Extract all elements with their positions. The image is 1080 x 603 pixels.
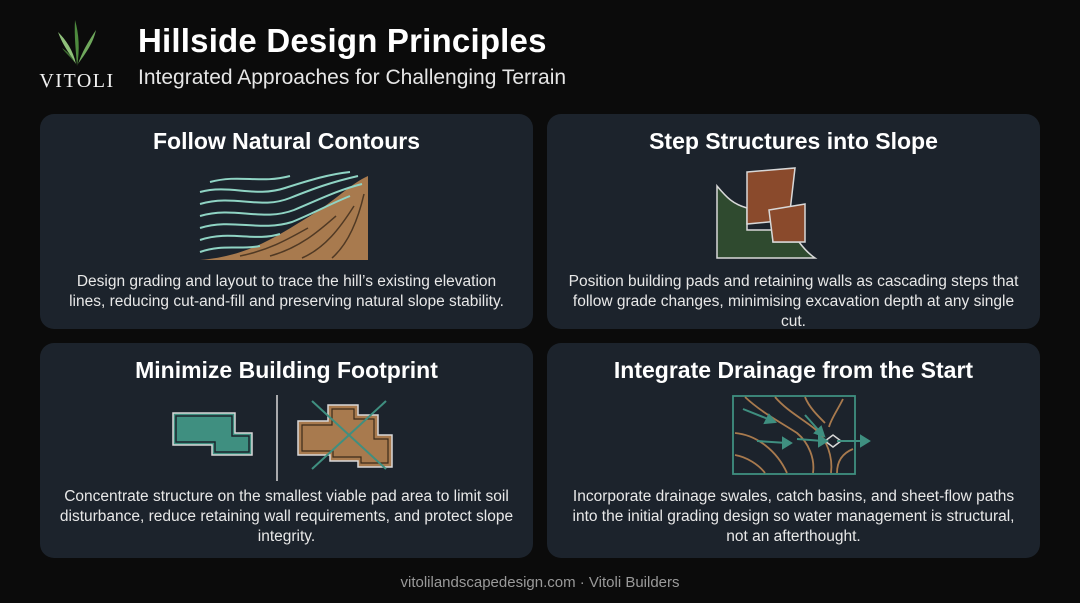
- page-subtitle: Integrated Approaches for Challenging Te…: [138, 66, 567, 89]
- leaf-icon: [58, 20, 96, 66]
- card-illustration: [40, 393, 533, 493]
- footer-credit[interactable]: vitolilandscapedesign.com · Vitoli Build…: [400, 574, 680, 591]
- card-integrate-drainage: Integrate Drainage from the Start: [547, 343, 1040, 558]
- card-title: Follow Natural Contours: [152, 128, 421, 154]
- card-title: Step Structures into Slope: [649, 128, 938, 154]
- card-description: Design grading and layout to trace the h…: [69, 273, 504, 310]
- card-follow-contours: Follow Natural Contours Design grading a…: [40, 114, 533, 329]
- card-minimize-footprint: Minimize Building Footprint Concentrate …: [40, 343, 533, 558]
- card-illustration: [547, 164, 1040, 264]
- header: VITOLI Hillside Design Principles Integr…: [0, 0, 1080, 110]
- page-title: Hillside Design Principles: [138, 22, 547, 59]
- brand-logo[interactable]: VITOLI: [38, 16, 116, 96]
- card-illustration: [40, 164, 533, 264]
- footprint-comparison-icon: [172, 395, 393, 481]
- card-description: Concentrate structure on the smallest vi…: [59, 488, 514, 545]
- card-title: Minimize Building Footprint: [135, 357, 438, 383]
- logo-text: VITOLI: [39, 70, 115, 92]
- card-title: Integrate Drainage from the Start: [613, 357, 974, 383]
- contour-lines-icon: [199, 171, 368, 260]
- stepped-structures-icon: [716, 167, 818, 259]
- drainage-flow-icon: [732, 395, 871, 475]
- card-illustration: [547, 393, 1040, 493]
- card-step-structures: Step Structures into Slope Position buil…: [547, 114, 1040, 330]
- card-description: Position building pads and retaining wal…: [568, 273, 1019, 330]
- card-description: Incorporate drainage swales, catch basin…: [572, 488, 1015, 545]
